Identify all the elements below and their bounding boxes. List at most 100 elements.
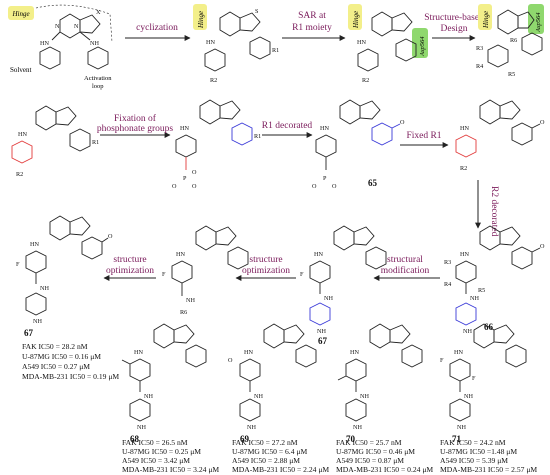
- hinge-label: Hinge: [482, 11, 490, 29]
- initial-scaffold: Hinge N N X HN NH Solvent Activation loo…: [8, 4, 113, 90]
- hn-atom: HN: [18, 131, 27, 138]
- r6-label: R6: [180, 309, 187, 316]
- hn-atom: HN: [320, 125, 329, 132]
- step-label: Fixation of: [114, 113, 157, 124]
- o-atom: O: [400, 119, 405, 126]
- hn-atom: HN: [357, 39, 366, 46]
- nh-atom: NH: [464, 393, 473, 400]
- hn-atom: HN: [40, 40, 49, 47]
- hn-atom: HN: [134, 349, 143, 356]
- compound-number: 67: [318, 336, 328, 346]
- compound-66-structure: HN R3 R4 R5 O NH NH 66: [444, 225, 545, 335]
- step-label: optimization: [106, 266, 154, 276]
- o-atom: O: [172, 183, 177, 190]
- r5-label: R5: [478, 287, 485, 294]
- compound-70-structure: HN NH NH 70: [337, 323, 423, 444]
- n-atom: N: [74, 23, 79, 30]
- o-atom: O: [228, 357, 233, 364]
- compound-69-structure: HN O NH NH 69: [228, 323, 317, 444]
- compound-number: 67: [24, 328, 34, 338]
- r2-phenyl-scaffold: HN R2 R1: [11, 105, 99, 178]
- r6-amide-scaffold: HN F NH R6: [162, 225, 249, 316]
- s-atom: S: [255, 8, 259, 15]
- r1-label: R1: [254, 133, 261, 140]
- hinge-highlight: [348, 4, 362, 30]
- methoxyphenyl-scaffold: Hinge Asp564 HN R2: [348, 4, 428, 84]
- r4-label: R4: [444, 281, 451, 288]
- r3-label: R3: [476, 45, 483, 52]
- hinge-label: Hinge: [197, 11, 205, 29]
- f-atom: F: [162, 271, 166, 278]
- r4-label: R4: [476, 63, 483, 70]
- f-atom: F: [472, 375, 476, 382]
- step-r2-decorated: R2 decorated: [475, 180, 499, 237]
- p-atom: P: [183, 175, 187, 182]
- step-structure-optimization-1: structure optimization: [235, 255, 296, 281]
- nh-atom: NH: [33, 318, 42, 325]
- step-phosphonate-fixation: Fixation of phosphonate groups: [97, 113, 174, 138]
- o-atom: O: [192, 183, 197, 190]
- step-label: structure: [249, 255, 282, 265]
- fixed-r1-scaffold: HN R2 O: [455, 99, 545, 172]
- activity-line: U-87MG IC50 = 0.16 μM: [22, 352, 101, 361]
- step-label: Fixed R1: [406, 131, 441, 141]
- o-atom: O: [332, 183, 337, 190]
- activation-loop-label: Activation: [84, 75, 112, 82]
- nh-atom: NH: [360, 393, 369, 400]
- f-atom: F: [300, 271, 304, 278]
- activity-line: U-87MG IC50 =1.48 μM: [440, 447, 517, 456]
- activity-line: U-87MG IC50 = 0.25 μM: [122, 447, 201, 456]
- nh-atom: NH: [186, 297, 195, 304]
- step-label: Structure-based: [424, 13, 484, 23]
- activity-68: FAK IC50 = 26.5 nM U-87MG IC50 = 0.25 μM…: [122, 438, 219, 474]
- r1-label: R1: [92, 139, 99, 146]
- o-atom: O: [192, 169, 197, 176]
- hinge-highlight: [8, 6, 34, 20]
- compound-number: 69: [240, 434, 250, 444]
- step-label: structure: [113, 255, 146, 265]
- activation-loop-label: loop: [92, 83, 104, 90]
- activity-line: MDA-MB-231 IC50 = 0.24 μM: [336, 465, 433, 474]
- asp564-highlight: [528, 4, 544, 34]
- activity-line: FAK IC50 = 24.2 nM: [440, 438, 506, 447]
- nh-atom: NH: [247, 424, 256, 431]
- nh-atom: NH: [317, 328, 326, 335]
- nh-atom: NH: [254, 393, 263, 400]
- step-label: phosphonate groups: [97, 124, 174, 134]
- designed-scaffold: Hinge Asp564 R3 R4 R5 R6: [476, 4, 544, 78]
- compound-67-final-structure: HN F O NH NH 67: [16, 215, 113, 338]
- step-label: structural: [387, 255, 423, 265]
- r2-label: R2: [362, 77, 369, 84]
- activity-line: FAK IC50 = 27.2 nM: [232, 438, 298, 447]
- r2-label: R2: [16, 171, 23, 178]
- activity-line: U-87MG IC50 = 0.46 μM: [336, 447, 415, 456]
- step-structure-optimization-2: structure optimization: [103, 255, 156, 281]
- hinge-highlight: [193, 4, 207, 30]
- p-atom: P: [323, 175, 327, 182]
- hinge-highlight: [478, 4, 492, 30]
- activity-line: A549 IC50 = 0.27 μM: [22, 362, 90, 371]
- activity-67: FAK IC50 = 28.2 nM U-87MG IC50 = 0.16 μM…: [22, 342, 119, 381]
- n-atom: N: [55, 23, 60, 30]
- compound-68-structure: HN NH NH 68: [121, 323, 207, 444]
- activity-line: FAK IC50 = 28.2 nM: [22, 342, 88, 351]
- activity-line: A549 IC50 = 3.42 μM: [122, 456, 190, 465]
- activity-line: MDA-MB-231 IC50 = 0.19 μM: [22, 372, 119, 381]
- hn-atom: HN: [176, 251, 185, 258]
- activity-71: FAK IC50 = 24.2 nM U-87MG IC50 =1.48 μM …: [440, 438, 537, 474]
- solvent-label: Solvent: [10, 66, 31, 74]
- hn-atom: HN: [244, 349, 253, 356]
- f-atom: F: [16, 261, 20, 268]
- step-sar: SAR at R1 moiety: [282, 11, 346, 41]
- activity-69: FAK IC50 = 27.2 nM U-87MG IC50 = 6.4 μM …: [232, 438, 329, 474]
- nh-atom: NH: [353, 424, 362, 431]
- r3-label: R3: [444, 259, 451, 266]
- step-structure-based-design: Structure-based Design: [424, 13, 484, 41]
- step-label: R2 decorated: [489, 186, 499, 237]
- step-label: R1 decorated: [262, 121, 313, 131]
- compound-65-structure: HN O P O O 65: [312, 99, 405, 190]
- compound-67-structure: HN F NH NH 67: [300, 225, 387, 346]
- r2-label: R2: [210, 77, 217, 84]
- hn-atom: HN: [206, 39, 215, 46]
